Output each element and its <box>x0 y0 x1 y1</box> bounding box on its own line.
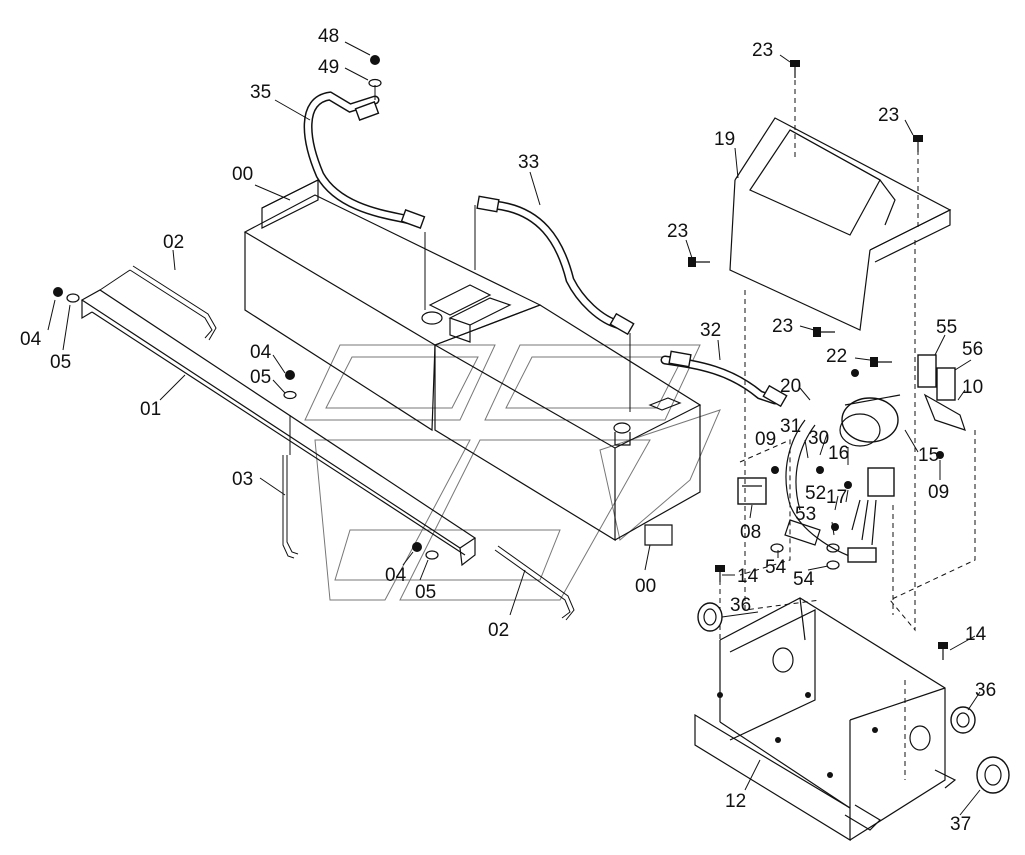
callout-19: 19 <box>714 129 735 150</box>
callout-00: 00 <box>635 576 656 597</box>
callout-37: 37 <box>950 814 971 835</box>
callout-31: 31 <box>780 416 801 437</box>
callout-23: 23 <box>772 316 793 337</box>
callout-20: 20 <box>780 376 801 397</box>
callout-04: 04 <box>250 342 272 363</box>
cover-19 <box>729 117 952 331</box>
callout-05: 05 <box>415 582 436 603</box>
callout-54: 54 <box>793 569 815 590</box>
callout-48: 48 <box>318 26 339 47</box>
callout-49: 49 <box>318 57 339 78</box>
callout-09: 09 <box>755 429 776 450</box>
callout-02: 02 <box>488 620 509 641</box>
fasteners <box>53 55 948 660</box>
callout-03: 03 <box>232 469 253 490</box>
battery-cables <box>303 85 788 412</box>
callout-04: 04 <box>385 565 407 586</box>
electrical-components <box>737 354 966 563</box>
callout-23: 23 <box>752 40 773 61</box>
callout-54: 54 <box>765 557 787 578</box>
callout-15: 15 <box>918 445 939 466</box>
callout-22: 22 <box>826 346 847 367</box>
callout-14: 14 <box>737 566 759 587</box>
callout-05: 05 <box>50 352 71 373</box>
callout-56: 56 <box>962 339 983 360</box>
callout-01: 01 <box>140 399 161 420</box>
callout-05: 05 <box>250 367 271 388</box>
grommets <box>697 602 1010 794</box>
callout-00: 00 <box>232 164 253 185</box>
callout-33: 33 <box>518 152 539 173</box>
callout-12: 12 <box>725 791 746 812</box>
callout-23: 23 <box>878 105 899 126</box>
callout-32: 32 <box>700 320 721 341</box>
callout-53: 53 <box>795 504 816 525</box>
watermark-logo <box>304 344 721 601</box>
callout-36: 36 <box>730 595 751 616</box>
callout-55: 55 <box>936 317 957 338</box>
callout-14: 14 <box>965 624 987 645</box>
callout-23: 23 <box>667 221 688 242</box>
battery-hold-down <box>80 265 575 621</box>
callout-09: 09 <box>928 482 949 503</box>
callout-36: 36 <box>975 680 996 701</box>
callout-10: 10 <box>962 377 983 398</box>
callout-35: 35 <box>250 82 271 103</box>
callout-04: 04 <box>20 329 42 350</box>
battery-right <box>421 284 702 546</box>
callout-30: 30 <box>808 428 829 449</box>
leader-lines <box>47 41 981 816</box>
callout-16: 16 <box>828 443 849 464</box>
callout-08: 08 <box>740 522 761 543</box>
callout-52: 52 <box>805 483 826 504</box>
callout-02: 02 <box>163 232 184 253</box>
assembly-guides <box>719 80 976 780</box>
callout-17: 17 <box>826 487 847 508</box>
callout-labels: 48 49 35 00 33 02 04 05 01 04 05 03 04 0… <box>20 26 996 835</box>
base-box-12 <box>694 597 957 842</box>
